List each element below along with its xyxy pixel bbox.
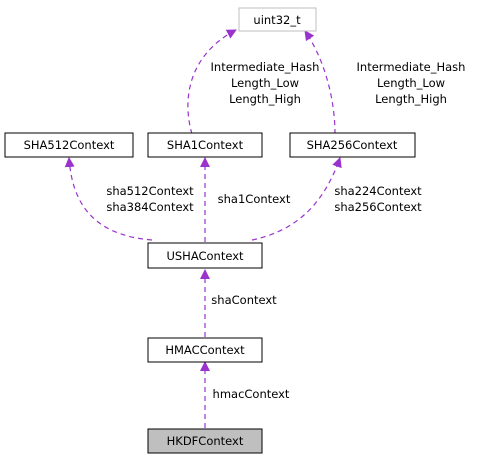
label-hkdf-to-hmac: hmacContext bbox=[213, 387, 290, 401]
svg-text:sha256Context: sha256Context bbox=[334, 200, 422, 214]
node-sha256context[interactable]: SHA256Context bbox=[289, 132, 416, 158]
svg-text:sha512Context: sha512Context bbox=[106, 184, 194, 198]
edge-sha256-to-uint32 bbox=[304, 30, 336, 135]
label-usha-to-sha512: sha512Context sha384Context bbox=[106, 184, 194, 214]
svg-text:HKDFContext: HKDFContext bbox=[167, 434, 244, 448]
svg-text:sha224Context: sha224Context bbox=[334, 184, 422, 198]
svg-text:sha1Context: sha1Context bbox=[218, 192, 291, 206]
svg-text:shaContext: shaContext bbox=[211, 293, 277, 307]
node-ushacontext[interactable]: USHAContext bbox=[147, 242, 263, 269]
svg-text:sha384Context: sha384Context bbox=[106, 200, 194, 214]
label-usha-to-sha1: sha1Context bbox=[218, 192, 291, 206]
edge-usha-to-sha256 bbox=[251, 157, 342, 241]
node-sha1context[interactable]: SHA1Context bbox=[147, 132, 263, 158]
svg-text:uint32_t: uint32_t bbox=[253, 13, 301, 27]
svg-text:Length_Low: Length_Low bbox=[377, 76, 445, 90]
node-sha512context[interactable]: SHA512Context bbox=[4, 132, 134, 158]
svg-text:Length_High: Length_High bbox=[375, 92, 447, 106]
label-sha256-to-uint32: Intermediate_Hash Length_Low Length_High bbox=[357, 60, 466, 106]
svg-text:Intermediate_Hash: Intermediate_Hash bbox=[211, 60, 320, 74]
label-usha-to-sha256: sha224Context sha256Context bbox=[334, 184, 422, 214]
edge-usha-to-sha512 bbox=[64, 157, 153, 241]
svg-text:USHAContext: USHAContext bbox=[166, 249, 244, 263]
edge-sha1-to-uint32 bbox=[187, 29, 237, 135]
svg-text:SHA256Context: SHA256Context bbox=[307, 138, 398, 152]
node-hkdfcontext[interactable]: HKDFContext bbox=[147, 428, 263, 454]
svg-text:Length_Low: Length_Low bbox=[231, 76, 299, 90]
svg-text:hmacContext: hmacContext bbox=[213, 387, 290, 401]
label-sha1-to-uint32: Intermediate_Hash Length_Low Length_High bbox=[211, 60, 320, 106]
node-hmaccontext[interactable]: HMACContext bbox=[147, 337, 263, 363]
svg-text:HMACContext: HMACContext bbox=[165, 343, 245, 357]
svg-text:Intermediate_Hash: Intermediate_Hash bbox=[357, 60, 466, 74]
svg-text:Length_High: Length_High bbox=[229, 92, 301, 106]
label-hmac-to-usha: shaContext bbox=[211, 293, 277, 307]
svg-text:SHA1Context: SHA1Context bbox=[167, 138, 244, 152]
node-uint32-t[interactable]: uint32_t bbox=[238, 7, 317, 32]
svg-text:SHA512Context: SHA512Context bbox=[24, 138, 115, 152]
